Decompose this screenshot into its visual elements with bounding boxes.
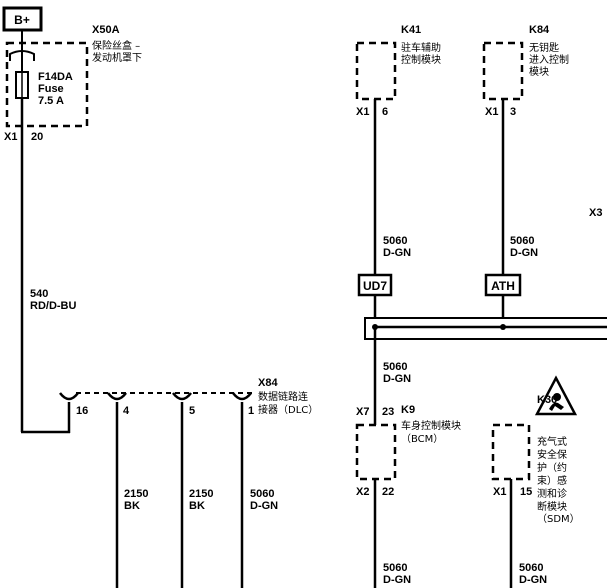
dlc-pin-5: 5 bbox=[189, 405, 195, 417]
splice-ath-label: ATH bbox=[491, 279, 515, 293]
wire-dlc-5-color: BK bbox=[189, 500, 205, 512]
wire-bus-color: D-GN bbox=[383, 373, 411, 385]
module-k36-name-1: 充气式 bbox=[537, 435, 567, 448]
module-k9-pin-top: 23 bbox=[382, 406, 394, 418]
module-k36-name-6: 断模块 bbox=[537, 500, 567, 513]
module-k36-name-3: 护（约 bbox=[537, 461, 567, 474]
wire-540-circuit: 540 bbox=[30, 288, 48, 300]
bus-node-ath bbox=[500, 324, 506, 330]
wire-dlc-4-circuit: 2150 bbox=[124, 488, 148, 500]
wire-k84-color: D-GN bbox=[510, 247, 538, 259]
module-k41-ref: K41 bbox=[401, 24, 421, 36]
module-k41-name-1: 驻车辅助 bbox=[401, 41, 441, 54]
module-k41-pin: 6 bbox=[382, 106, 388, 118]
dlc-ref: X84 bbox=[258, 377, 278, 389]
wire-k9-out-circuit: 5060 bbox=[383, 562, 407, 574]
fuse-rating: 7.5 A bbox=[38, 95, 64, 107]
module-k36-name-7: （SDM） bbox=[537, 513, 580, 525]
module-k36-name-2: 安全保 bbox=[537, 448, 567, 461]
module-k41-conn: X1 bbox=[356, 106, 369, 118]
fuse-block-outline bbox=[5, 41, 89, 128]
module-k84-name-3: 模块 bbox=[529, 66, 549, 78]
bus-bar-outline bbox=[364, 317, 607, 340]
dlc-pin-1-icon bbox=[232, 392, 252, 401]
dlc-pin-4-icon bbox=[107, 392, 127, 401]
dlc-pin-1: 1 bbox=[248, 405, 254, 417]
wire-dlc-5-circuit: 2150 bbox=[189, 488, 213, 500]
fuse-id: F14DA bbox=[38, 71, 73, 83]
wire-bus-circuit: 5060 bbox=[383, 361, 407, 373]
module-k84-conn: X1 bbox=[485, 106, 498, 118]
power-source-label: B+ bbox=[14, 13, 30, 27]
splice-ud7-label: UD7 bbox=[363, 279, 387, 293]
wire-dlc-1-circuit: 5060 bbox=[250, 488, 274, 500]
wire-k9-out-color: D-GN bbox=[383, 574, 411, 586]
wire-k41-circuit: 5060 bbox=[383, 235, 407, 247]
module-k9-name-2: （BCM） bbox=[401, 433, 443, 445]
module-k84-ref: K84 bbox=[529, 24, 550, 36]
fuse-feed-symbol bbox=[9, 50, 35, 61]
wire-dlc-4-color: BK bbox=[124, 500, 140, 512]
dlc-pin-16: 16 bbox=[76, 405, 88, 417]
wire-dlc-1-color: D-GN bbox=[250, 500, 278, 512]
module-k36-name-4: 束）感 bbox=[537, 474, 567, 487]
dlc-pin-16-icon bbox=[59, 392, 79, 401]
module-k9-name-1: 车身控制模块 bbox=[401, 419, 461, 432]
module-k41-outline bbox=[355, 41, 397, 101]
module-k36-conn: X1 bbox=[493, 486, 506, 498]
dlc-pin-5-icon bbox=[172, 392, 192, 401]
wire-k41-color: D-GN bbox=[383, 247, 411, 259]
module-k84-name-2: 进入控制 bbox=[529, 53, 569, 66]
module-k36-name-5: 测和诊 bbox=[537, 487, 567, 500]
module-k9-conn-top: X7 bbox=[356, 406, 369, 418]
wire-540-color: RD/D-BU bbox=[30, 300, 76, 312]
module-k36-outline bbox=[491, 423, 531, 481]
dlc-pin-4: 4 bbox=[123, 405, 130, 417]
wire-k36-out-circuit: 5060 bbox=[519, 562, 543, 574]
fuse-word: Fuse bbox=[38, 83, 64, 95]
dlc-name-1: 数据链路连 bbox=[258, 390, 308, 403]
module-k9-ref: K9 bbox=[401, 404, 415, 416]
fuse-block-name-2: 发动机罩下 bbox=[92, 51, 142, 64]
module-k9-outline bbox=[355, 423, 397, 481]
wire-k84-circuit: 5060 bbox=[510, 235, 534, 247]
module-k36-pin: 15 bbox=[520, 486, 532, 498]
module-k84-name-1: 无钥匙 bbox=[529, 41, 559, 54]
wire-k36-out-color: D-GN bbox=[519, 574, 547, 586]
fuse-block-name-1: 保险丝盒 – bbox=[92, 39, 140, 52]
module-k84-pin: 3 bbox=[510, 106, 516, 118]
module-k9-pin-bottom: 22 bbox=[382, 486, 394, 498]
dlc-name-2: 接器（DLC） bbox=[258, 403, 318, 416]
module-k41-name-2: 控制模块 bbox=[401, 53, 441, 66]
fuse-conn: X1 bbox=[4, 131, 17, 143]
module-k9-conn-bottom: X2 bbox=[356, 486, 369, 498]
module-k36-ref: K36 bbox=[537, 394, 557, 406]
esd-warning-icon bbox=[534, 375, 578, 416]
module-k84-outline bbox=[482, 41, 524, 101]
fuse-pin: 20 bbox=[31, 131, 43, 143]
fuse-block-ref: X50A bbox=[92, 24, 120, 36]
connector-x3-label: X3 bbox=[589, 207, 602, 219]
